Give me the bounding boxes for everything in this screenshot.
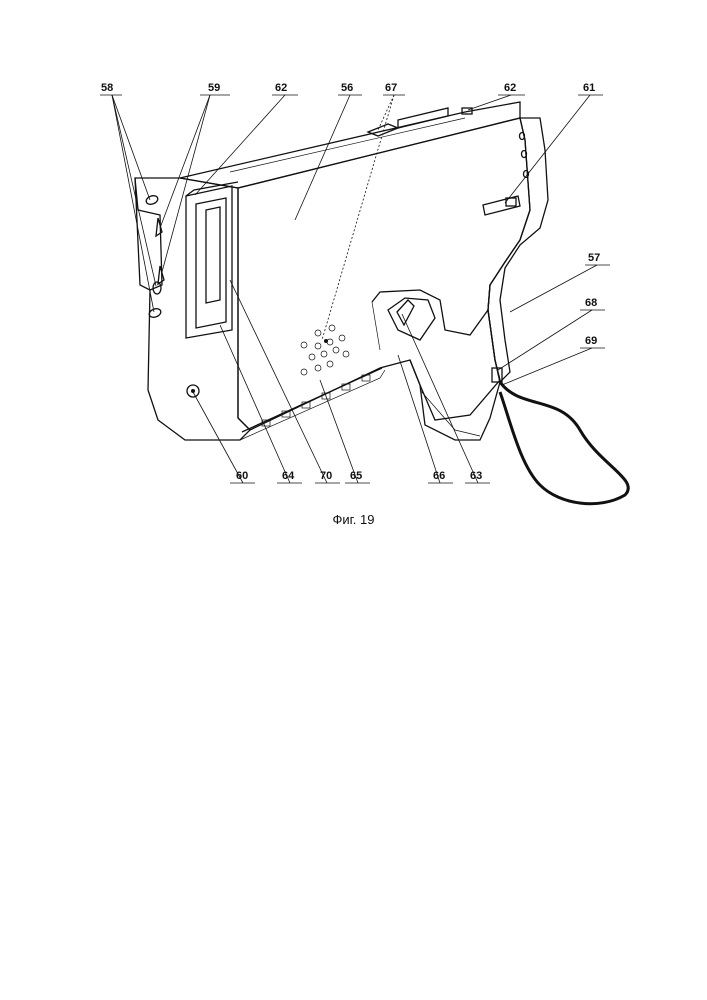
vent-holes (301, 325, 349, 375)
label-70: 70 (320, 470, 332, 482)
label-56: 56 (341, 82, 353, 94)
figure-caption: Фиг. 19 (0, 512, 707, 527)
label-66: 66 (433, 470, 445, 482)
leader-lines (100, 95, 610, 483)
label-64: 64 (282, 470, 295, 482)
label-59: 59 (208, 82, 220, 94)
label-57: 57 (588, 252, 600, 264)
label-62-right: 62 (504, 82, 516, 94)
label-65: 65 (350, 470, 362, 482)
label-58: 58 (101, 82, 113, 94)
label-61: 61 (583, 82, 595, 94)
cartridge-compartment (186, 182, 238, 338)
bottom-grooves (262, 375, 370, 426)
label-67: 67 (385, 82, 397, 94)
lanyard (492, 368, 628, 504)
label-62-left: 62 (275, 82, 287, 94)
label-60: 60 (236, 470, 248, 482)
label-69: 69 (585, 335, 597, 347)
end-face-holes (520, 133, 529, 178)
label-68: 68 (585, 297, 597, 309)
patent-drawing: 58 59 62 56 67 62 61 57 68 69 60 64 70 6… (0, 0, 707, 560)
label-63: 63 (470, 470, 482, 482)
